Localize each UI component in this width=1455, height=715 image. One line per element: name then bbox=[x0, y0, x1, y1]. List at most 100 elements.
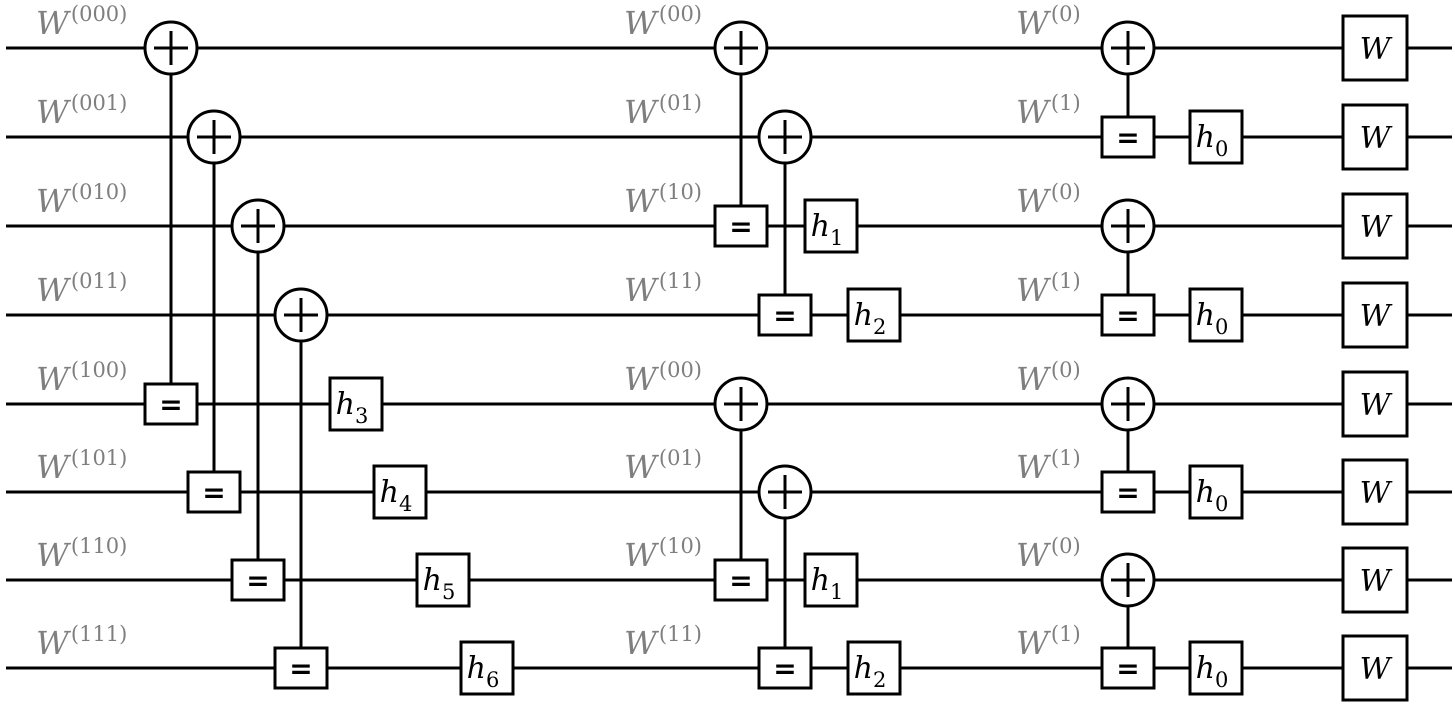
stage1-equality-1: = bbox=[186, 470, 242, 514]
h-box-frame bbox=[1188, 640, 1244, 696]
h-box-stage2-1: h2 bbox=[846, 287, 902, 343]
w-label-row6-stage2: W(10) bbox=[624, 534, 702, 574]
h-box-stage1-0: h3 bbox=[328, 376, 384, 432]
w-label-row1-stage1: W(001) bbox=[36, 91, 127, 131]
h-base: h bbox=[854, 651, 873, 686]
w-superscript: (01) bbox=[659, 446, 702, 470]
h-base: h bbox=[1196, 651, 1215, 686]
stage3-equality-1: = bbox=[1100, 293, 1156, 337]
h-subscript: 0 bbox=[1215, 668, 1228, 692]
w-superscript: (110) bbox=[71, 534, 127, 558]
output-box-6: W bbox=[1341, 546, 1409, 614]
equality-symbol: = bbox=[289, 652, 312, 685]
w-label-row3-stage1: W(011) bbox=[36, 269, 127, 309]
output-box-frame bbox=[1341, 103, 1409, 171]
h-base: h bbox=[336, 387, 355, 422]
w-label-row0-stage2: W(00) bbox=[624, 2, 702, 42]
equality-box bbox=[1100, 646, 1156, 690]
h-base: h bbox=[854, 298, 873, 333]
w-superscript: (1) bbox=[1051, 269, 1081, 293]
w-superscript: (1) bbox=[1051, 91, 1081, 115]
h-box-frame bbox=[415, 552, 471, 608]
stage2-adder-1-1 bbox=[757, 464, 813, 520]
stage3-adder-1 bbox=[1100, 198, 1156, 254]
w-base: W bbox=[36, 4, 72, 42]
equality-symbol: = bbox=[1116, 299, 1139, 332]
h-subscript: 1 bbox=[830, 226, 843, 250]
stage2-adder-1-0 bbox=[713, 376, 769, 432]
equality-symbol: = bbox=[1116, 652, 1139, 685]
equality-box bbox=[713, 558, 769, 602]
stage2-adder-0-1 bbox=[757, 109, 813, 165]
w-superscript: (00) bbox=[659, 358, 702, 382]
output-box-frame bbox=[1341, 281, 1409, 349]
h-box-stage3-0: h0 bbox=[1188, 109, 1244, 165]
w-superscript: (01) bbox=[659, 91, 702, 115]
equality-symbol: = bbox=[202, 476, 225, 509]
equality-box bbox=[230, 558, 286, 602]
output-box-frame bbox=[1341, 458, 1409, 526]
stage2-adder-0-0 bbox=[713, 20, 769, 76]
h-box-stage1-2: h5 bbox=[415, 552, 471, 608]
h-base: h bbox=[1196, 298, 1215, 333]
h-box-stage2-3: h2 bbox=[846, 640, 902, 696]
stage3-equality-3: = bbox=[1100, 646, 1156, 690]
w-superscript: (10) bbox=[659, 180, 702, 204]
h-box-label: h0 bbox=[1196, 298, 1229, 339]
h-box-label: h1 bbox=[811, 209, 844, 250]
w-label-row2-stage1: W(010) bbox=[36, 180, 127, 220]
w-label-row3-stage3: W(1) bbox=[1016, 269, 1081, 309]
w-label-row0-stage1: W(000) bbox=[36, 2, 127, 42]
h-box-frame bbox=[1188, 287, 1244, 343]
w-base: W bbox=[624, 536, 660, 574]
stage1-equality-0: = bbox=[143, 382, 199, 426]
h-box-frame bbox=[1188, 464, 1244, 520]
output-box-frame bbox=[1341, 14, 1409, 82]
h-box-frame bbox=[846, 287, 902, 343]
w-base: W bbox=[36, 536, 72, 574]
w-superscript: (1) bbox=[1051, 446, 1081, 470]
w-base: W bbox=[624, 271, 660, 309]
h-box-stage3-3: h0 bbox=[1188, 640, 1244, 696]
w-superscript: (0) bbox=[1051, 358, 1081, 382]
h-box-label: h0 bbox=[1196, 120, 1229, 161]
h-subscript: 0 bbox=[1215, 137, 1228, 161]
output-label: W bbox=[1360, 32, 1393, 67]
h-subscript: 5 bbox=[442, 580, 455, 604]
w-label-row3-stage2: W(11) bbox=[624, 269, 702, 309]
w-base: W bbox=[624, 182, 660, 220]
label-layer: W(000)W(00)W(0)W(001)W(01)W(1)W(010)W(10… bbox=[36, 2, 1081, 662]
w-superscript: (00) bbox=[659, 2, 702, 26]
w-base: W bbox=[1016, 448, 1052, 486]
w-base: W bbox=[1016, 624, 1052, 662]
output-label: W bbox=[1360, 210, 1393, 245]
equality-box bbox=[186, 470, 242, 514]
equality-box bbox=[757, 646, 813, 690]
h-base: h bbox=[380, 475, 399, 510]
w-label-row4-stage1: W(100) bbox=[36, 358, 127, 398]
h-subscript: 0 bbox=[1215, 492, 1228, 516]
w-superscript: (001) bbox=[71, 91, 127, 115]
equality-box bbox=[1100, 115, 1156, 159]
w-superscript: (0) bbox=[1051, 2, 1081, 26]
w-label-row0-stage3: W(0) bbox=[1016, 2, 1081, 42]
equality-box bbox=[713, 204, 769, 248]
w-label-row7-stage1: W(111) bbox=[36, 622, 127, 662]
equality-symbol: = bbox=[159, 388, 182, 421]
equality-box bbox=[1100, 293, 1156, 337]
w-base: W bbox=[624, 4, 660, 42]
stage1-adder-2 bbox=[230, 198, 286, 254]
stage3-adder-3 bbox=[1100, 552, 1156, 608]
stage2-equality-1-1: = bbox=[757, 646, 813, 690]
w-label-row1-stage3: W(1) bbox=[1016, 91, 1081, 131]
output-box-2: W bbox=[1341, 192, 1409, 260]
h-base: h bbox=[423, 563, 442, 598]
w-base: W bbox=[624, 448, 660, 486]
connector-layer bbox=[169, 48, 1130, 668]
equality-symbol: = bbox=[773, 299, 796, 332]
w-superscript: (0) bbox=[1051, 180, 1081, 204]
stage3-equality-0: = bbox=[1100, 115, 1156, 159]
node-layer: ====h3h4h5h6====h1h2h1h2====h0h0h0h0WWWW… bbox=[143, 14, 1409, 702]
w-base: W bbox=[1016, 360, 1052, 398]
h-box-label: h6 bbox=[467, 651, 500, 692]
